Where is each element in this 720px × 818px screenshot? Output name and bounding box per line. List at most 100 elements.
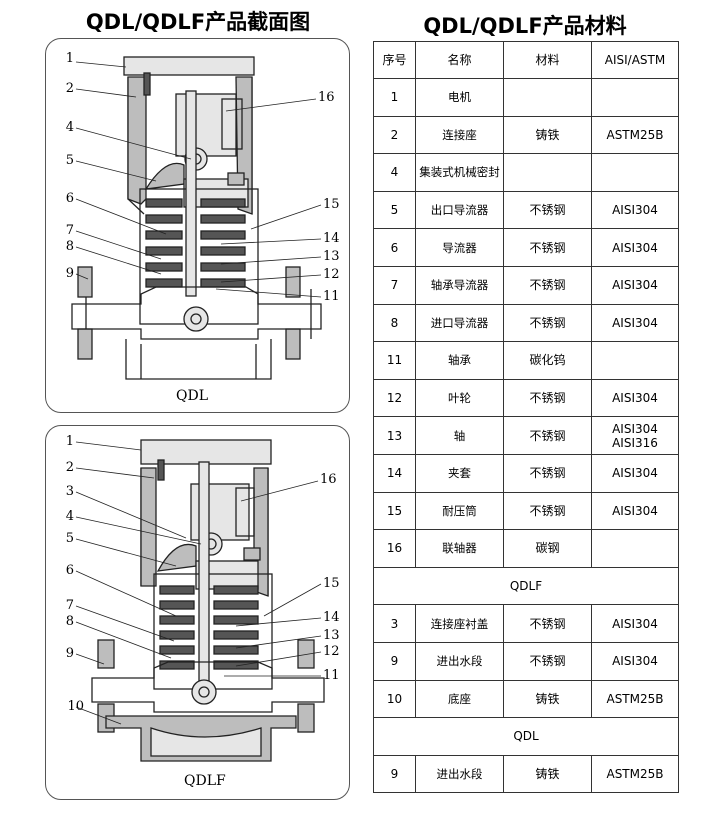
cell-name: 轴承导流器 xyxy=(415,265,504,305)
label-15: 15 xyxy=(323,197,340,212)
inlet-outlet-section xyxy=(71,286,322,340)
shaft xyxy=(185,90,197,297)
bottom-bearing-core xyxy=(190,313,202,325)
flange-right xyxy=(285,266,301,298)
label-16: 16 xyxy=(318,90,335,105)
cell-name: 轴 xyxy=(415,416,504,455)
label-14: 14 xyxy=(323,231,340,246)
cell-index: 13 xyxy=(373,416,416,455)
cell-name: 联轴器 xyxy=(415,529,504,568)
qdlf-caption: QDLF xyxy=(184,773,226,789)
cell-material: 铸铁 xyxy=(503,115,592,155)
label-6: 6 xyxy=(66,191,74,206)
cell-material: 碳钢 xyxy=(503,529,592,568)
shaft xyxy=(198,461,210,688)
cell-name: 连接座衬盖 xyxy=(415,604,504,643)
label-4: 4 xyxy=(66,120,74,135)
cell-standard: AISI304 xyxy=(591,190,679,230)
cell-standard: AISI304 xyxy=(591,228,679,267)
header-index: 序号 xyxy=(373,41,416,79)
bracket-left-wall xyxy=(140,467,157,587)
impeller-stages xyxy=(145,198,246,288)
leader-lines xyxy=(75,441,322,725)
label-5: 5 xyxy=(66,153,74,168)
cell-standard: AISI304 AISI316 xyxy=(591,416,679,455)
bottom-bearing xyxy=(191,679,217,705)
flange-right-low xyxy=(297,703,315,733)
label-9: 9 xyxy=(66,646,74,661)
label-8: 8 xyxy=(66,614,74,629)
cell-material: 铸铁 xyxy=(503,754,592,794)
cell-standard xyxy=(591,153,679,192)
label-11: 11 xyxy=(323,289,340,304)
flange-right-low xyxy=(285,328,301,360)
cell-index: 8 xyxy=(373,303,416,343)
cell-material: 不锈钢 xyxy=(503,416,592,455)
cell-standard: ASTM25B xyxy=(591,679,679,719)
label-13: 13 xyxy=(323,249,340,264)
table-header-row: 序号 名称 材料 AISI/ASTM xyxy=(373,41,679,79)
bottom-bearing-core xyxy=(198,686,210,698)
cell-material: 不锈钢 xyxy=(503,190,592,230)
cell-index: 10 xyxy=(373,679,416,719)
cell-name: 导流器 xyxy=(415,228,504,267)
cell-material xyxy=(503,78,592,117)
label-12: 12 xyxy=(323,267,340,282)
label-2: 2 xyxy=(66,460,74,475)
leader-lines xyxy=(75,61,322,298)
base-plate xyxy=(125,339,272,380)
label-12: 12 xyxy=(323,644,340,659)
section-row-qdlf: QDLF xyxy=(373,566,679,606)
cell-name: 出口导流器 xyxy=(415,190,504,230)
coupling xyxy=(175,93,237,157)
cell-name: 耐压筒 xyxy=(415,491,504,531)
header-material: 材料 xyxy=(503,41,592,79)
vent-plug xyxy=(243,547,261,561)
label-10: 10 xyxy=(67,699,84,714)
cell-material: 不锈钢 xyxy=(503,228,592,267)
cell-index: 15 xyxy=(373,491,416,531)
cell-index: 11 xyxy=(373,341,416,380)
cell-material: 不锈钢 xyxy=(503,604,592,643)
cell-standard: AISI304 xyxy=(591,378,679,418)
cell-standard: AISI304 xyxy=(591,491,679,531)
outlet-diffuser-5 xyxy=(144,162,185,190)
materials-title: QDL/QDLF产品材料 xyxy=(423,14,627,38)
bolt-2 xyxy=(157,459,165,481)
vent-plug xyxy=(227,172,245,186)
flange-left xyxy=(97,639,115,669)
cell-name: 集装式机械密封 xyxy=(415,153,504,192)
cell-name: 进口导流器 xyxy=(415,303,504,343)
cell-standard xyxy=(591,529,679,568)
motor-cap xyxy=(123,56,255,76)
qdlf-pump-drawing: 1 2 16 3 4 5 6 15 7 14 8 13 9 12 11 10 xyxy=(66,434,340,762)
cell-material: 铸铁 xyxy=(503,679,592,719)
label-15: 15 xyxy=(323,576,340,591)
cell-material: 不锈钢 xyxy=(503,303,592,343)
label-7: 7 xyxy=(66,598,74,613)
section-row-qdl: QDL xyxy=(373,717,679,756)
label-3: 3 xyxy=(66,484,74,499)
cell-index: 9 xyxy=(373,641,416,681)
cell-standard xyxy=(591,78,679,117)
cell-index: 7 xyxy=(373,265,416,305)
coupling-guard xyxy=(221,98,243,150)
cell-standard: AISI304 xyxy=(591,641,679,681)
cell-index: 5 xyxy=(373,190,416,230)
cell-standard: AISI304 xyxy=(591,265,679,305)
label-1: 1 xyxy=(66,51,74,66)
qdl-pump-drawing: 1 2 16 4 5 6 15 7 14 8 13 9 12 11 xyxy=(66,51,340,380)
